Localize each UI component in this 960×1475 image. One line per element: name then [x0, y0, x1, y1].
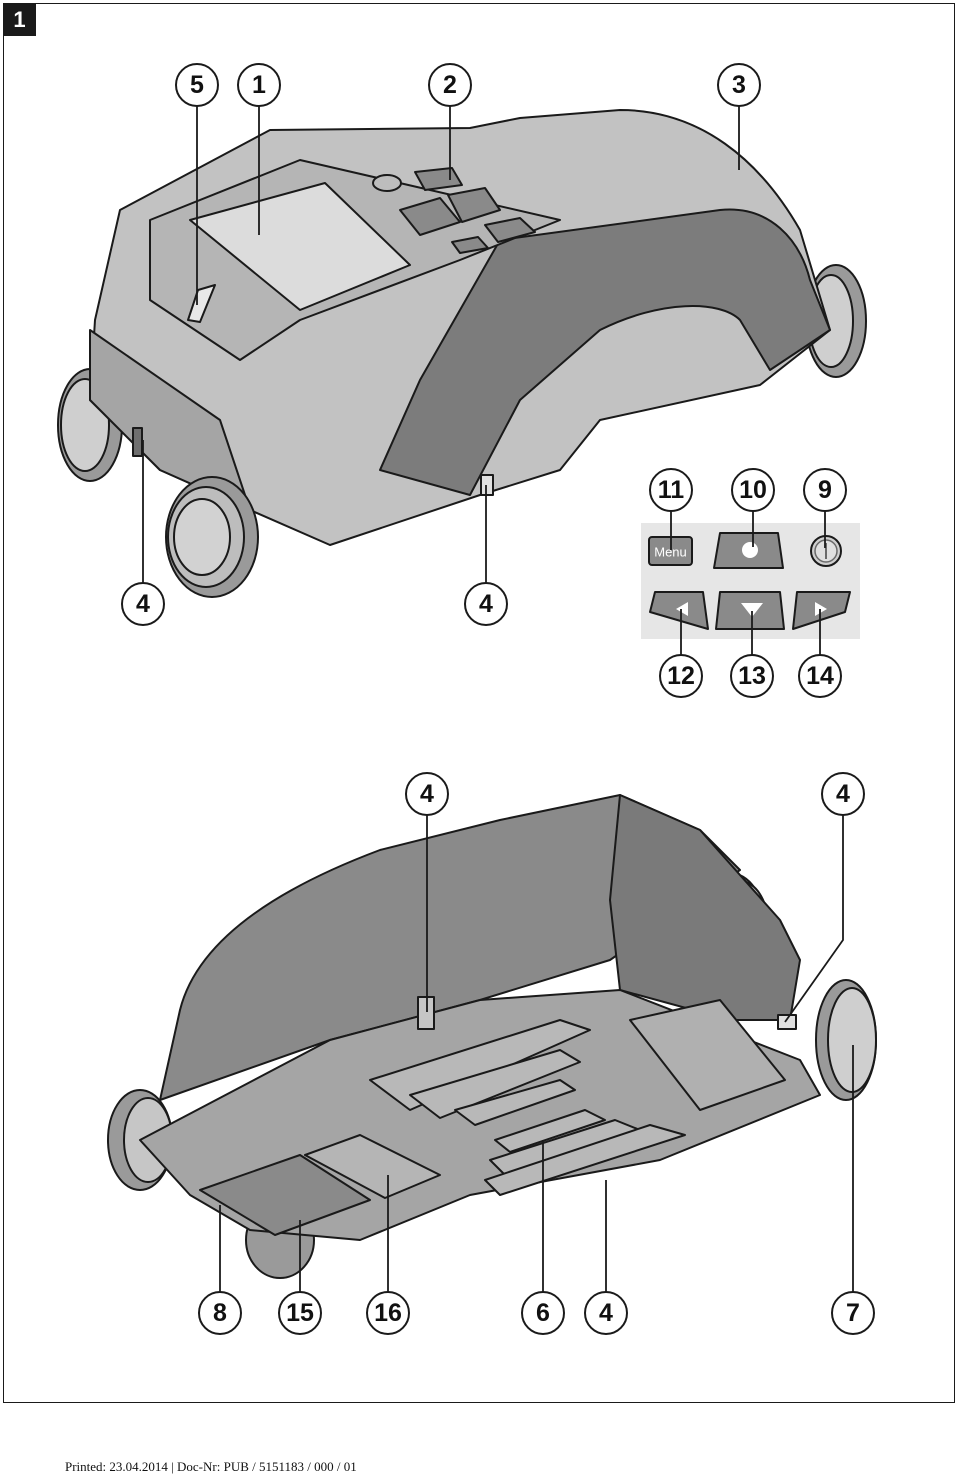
figure-frame [3, 3, 955, 1403]
svg-text:8: 8 [213, 1299, 227, 1327]
svg-text:7: 7 [846, 1299, 860, 1327]
callout-4-left: 4 [121, 582, 165, 626]
callout-1: 1 [237, 63, 281, 107]
svg-text:4: 4 [599, 1299, 613, 1327]
svg-text:4: 4 [420, 780, 434, 808]
device-top-view [57, 109, 867, 598]
housing-underside-shell [159, 794, 741, 1101]
top-power-button [372, 174, 402, 192]
figure-number: 1 [3, 3, 36, 36]
callout-5: 5 [175, 63, 219, 107]
keypad-detail: Menu [641, 523, 860, 639]
marking-guide [187, 284, 216, 323]
callout-11: 11 [649, 468, 693, 512]
callout-15: 15 [278, 1291, 322, 1335]
right-arrow-icon [815, 602, 827, 616]
svg-text:16: 16 [374, 1299, 402, 1327]
top-left-key [484, 217, 536, 243]
callout-4-right: 4 [464, 582, 508, 626]
svg-text:3: 3 [732, 71, 746, 99]
callout-12: 12 [659, 654, 703, 698]
bottom-marking-notch [417, 996, 435, 1030]
callout-8: 8 [198, 1291, 242, 1335]
grip-band [379, 208, 831, 496]
down-arrow-icon [741, 603, 763, 617]
marking-notch-right [480, 474, 494, 496]
top-measure-key [399, 197, 461, 236]
front-marking-panel [199, 1154, 371, 1236]
callout-13: 13 [730, 654, 774, 698]
callout-4-bottom: 4 [584, 1291, 628, 1335]
svg-text:9: 9 [818, 476, 832, 504]
svg-text:1: 1 [252, 71, 266, 99]
menu-key-label: Menu [654, 545, 687, 560]
svg-text:14: 14 [806, 662, 834, 690]
left-arrow-icon [676, 602, 688, 616]
svg-text:4: 4 [479, 590, 493, 618]
callout-4-bottom-left: 4 [405, 772, 449, 816]
leader-lines [142, 106, 854, 1292]
svg-text:4: 4 [136, 590, 150, 618]
svg-text:15: 15 [286, 1299, 314, 1327]
callouts: 5 1 2 3 4 4 11 10 9 12 13 14 4 4 8 15 16… [121, 63, 875, 1335]
svg-text:10: 10 [739, 476, 767, 504]
svg-text:11: 11 [658, 476, 685, 504]
display-screen [189, 182, 411, 311]
svg-text:2: 2 [443, 71, 457, 99]
svg-text:5: 5 [190, 71, 204, 99]
callout-3: 3 [717, 63, 761, 107]
sensor-ribs [369, 1019, 686, 1196]
wheel-front-left [165, 476, 259, 598]
marking-notch-left [132, 427, 143, 457]
housing-end [609, 794, 801, 1021]
svg-text:13: 13 [738, 662, 766, 690]
device-bottom-view [107, 794, 877, 1279]
callout-7: 7 [831, 1291, 875, 1335]
callout-6: 6 [521, 1291, 565, 1335]
type-plate [304, 1134, 441, 1199]
svg-text:4: 4 [836, 780, 850, 808]
top-down-key [447, 187, 501, 223]
callout-14: 14 [798, 654, 842, 698]
callout-2: 2 [428, 63, 472, 107]
callout-9: 9 [803, 468, 847, 512]
svg-text:12: 12 [667, 662, 695, 690]
callout-16: 16 [366, 1291, 410, 1335]
top-menu-key [451, 236, 489, 254]
bottom-marking-notch-right [777, 1014, 797, 1030]
svg-text:6: 6 [536, 1299, 550, 1327]
battery-compartment [629, 999, 786, 1111]
print-footer: Printed: 23.04.2014 | Doc-Nr: PUB / 5151… [65, 1459, 357, 1474]
top-right-key [414, 167, 463, 191]
dot-icon [742, 542, 758, 558]
callout-4-bottom-right: 4 [821, 772, 865, 816]
callout-10: 10 [731, 468, 775, 512]
wheel-bottom-right [815, 979, 877, 1101]
